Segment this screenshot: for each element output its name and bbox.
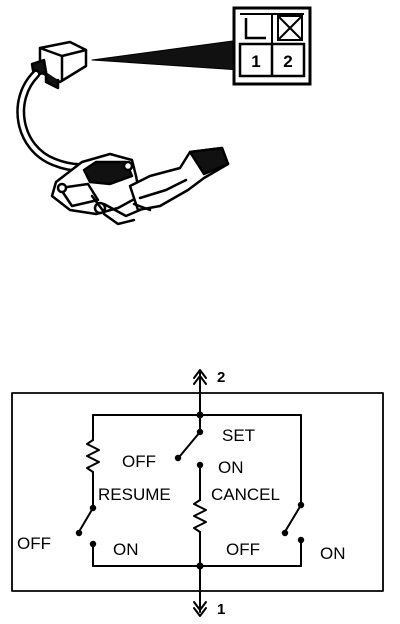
set-label: SET	[222, 426, 255, 445]
contact-dots	[75, 411, 305, 570]
connector-face	[232, 6, 312, 86]
off-right-label: OFF	[226, 540, 260, 559]
leader-wedge	[91, 39, 241, 71]
connector-plug	[30, 40, 88, 90]
on-left-label: ON	[113, 540, 139, 559]
cable	[16, 69, 103, 172]
on-right-label: ON	[320, 544, 346, 563]
terminal-2-arrow-icon	[193, 369, 207, 416]
housing-box	[11, 392, 384, 592]
terminal-1-arrow-icon	[193, 565, 207, 617]
cancel-label: CANCEL	[211, 485, 280, 504]
resistor-left-icon	[86, 439, 100, 473]
set-branch	[179, 414, 207, 567]
on-center-label: ON	[218, 458, 244, 477]
switch-lever	[128, 146, 230, 212]
switch-body	[50, 152, 142, 226]
resume-label: RESUME	[98, 485, 171, 504]
off-center-label: OFF	[122, 452, 156, 471]
terminal-1-label: 1	[217, 601, 225, 618]
circuit-diagram	[11, 369, 384, 617]
switch-illustration	[16, 39, 241, 226]
cancel-branch	[285, 504, 302, 531]
resistor-center-icon	[193, 499, 207, 533]
resume-branch	[79, 414, 100, 567]
terminal-2-label: 2	[217, 369, 225, 386]
off-left-label: OFF	[17, 534, 51, 553]
connector-pin-1: 1	[251, 52, 260, 71]
connector-pin-2: 2	[283, 52, 292, 71]
